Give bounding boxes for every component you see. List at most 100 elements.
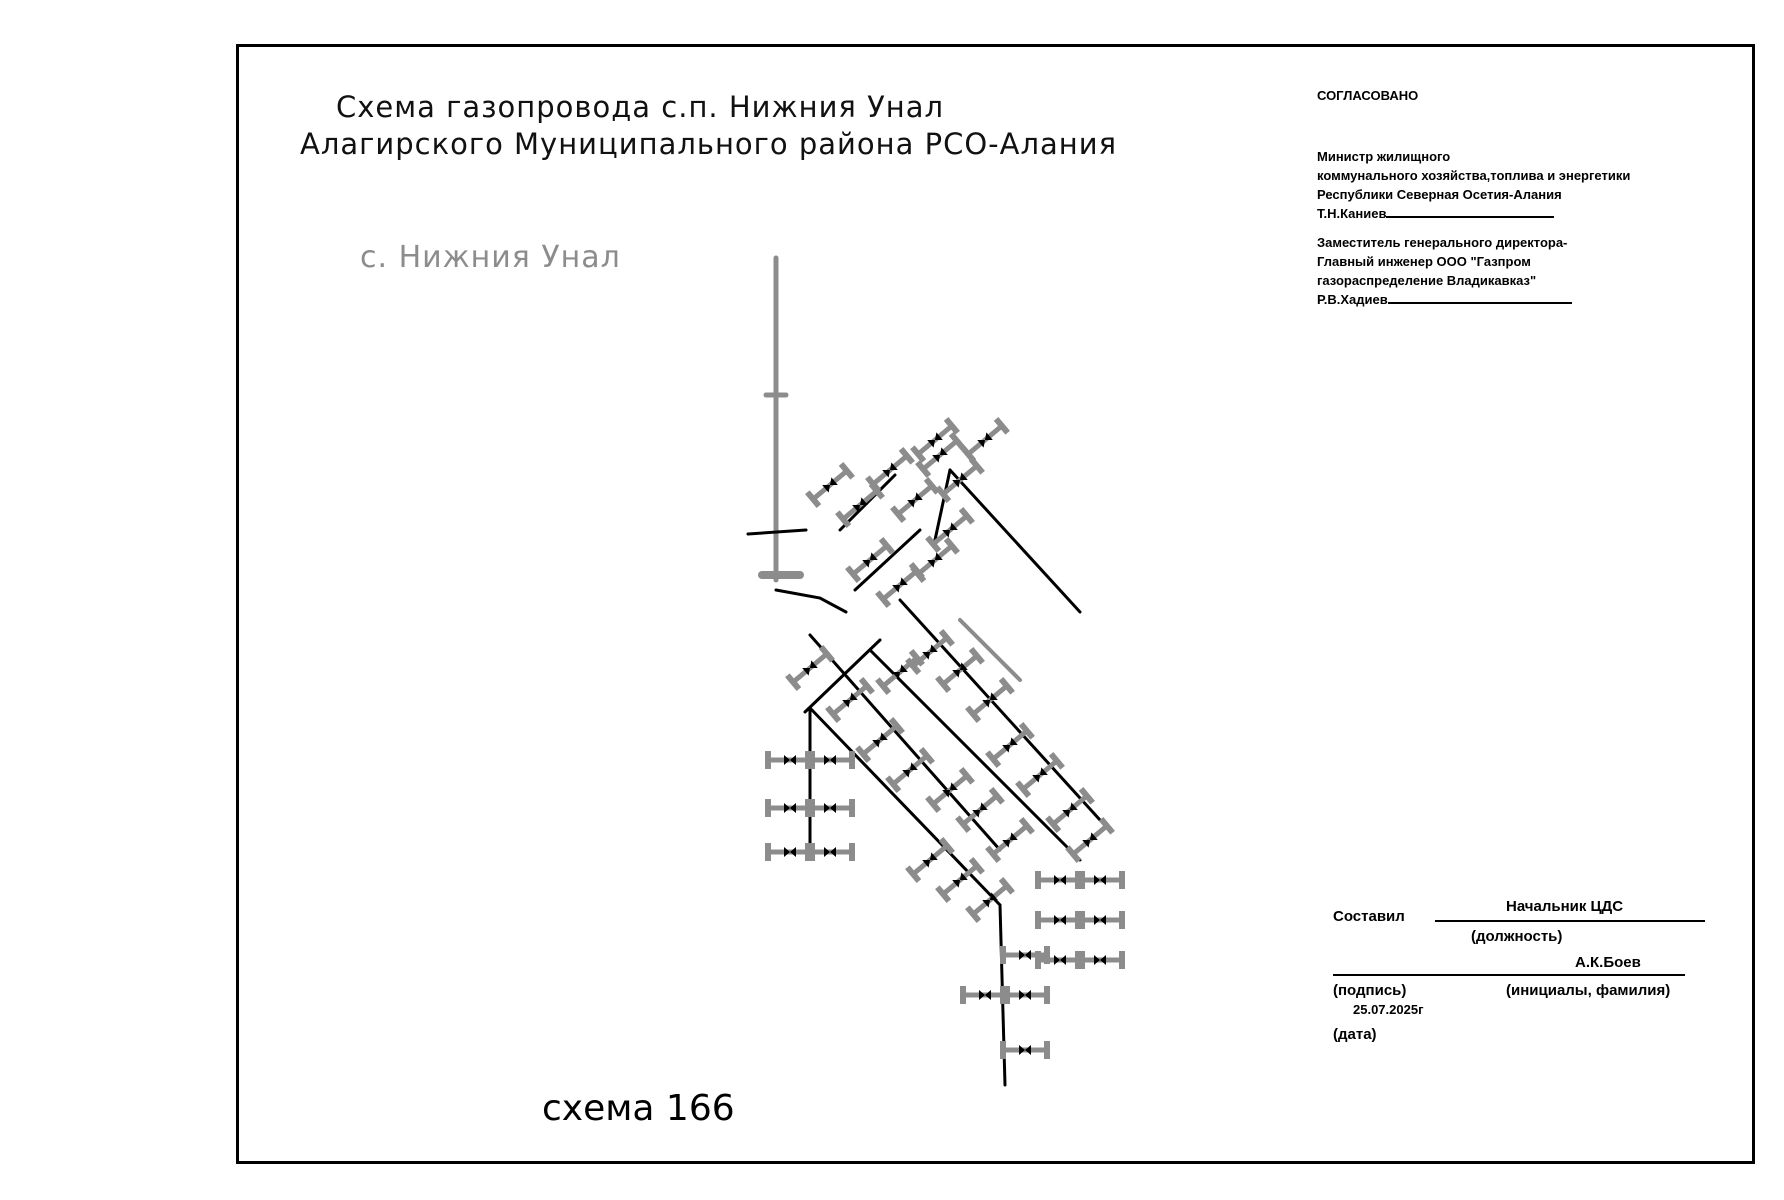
- service-connection: [935, 857, 985, 903]
- position-value: Начальник ЦДС: [1506, 898, 1624, 915]
- valve-mark: [824, 803, 836, 813]
- house-inlet-mark: [818, 645, 835, 663]
- house-inlet-mark: [858, 677, 875, 695]
- house-inlet-mark: [1000, 946, 1006, 964]
- valve-mark: [824, 847, 836, 857]
- service-connection: [805, 751, 855, 769]
- service-connection: [910, 537, 960, 583]
- valve-mark: [1062, 802, 1078, 818]
- house-inlet-mark: [1044, 1041, 1050, 1059]
- valve-mark: [852, 497, 868, 513]
- house-inlet-mark: [905, 657, 922, 675]
- valve-mark: [1002, 832, 1018, 848]
- house-inlet-mark: [1018, 722, 1035, 740]
- house-inlet-mark: [935, 675, 952, 693]
- village-label: с. Нижния Унал: [360, 240, 621, 275]
- service-connection: [825, 677, 875, 723]
- valve-mark: [902, 762, 918, 778]
- service-connection: [985, 817, 1035, 863]
- house-inlet-mark: [1018, 817, 1035, 835]
- valve-mark: [982, 692, 998, 708]
- compiled-label: Составил: [1333, 908, 1405, 925]
- service-connection: [885, 747, 935, 793]
- signature-caption: (подпись): [1333, 982, 1407, 999]
- house-inlet-mark: [849, 751, 855, 769]
- service-connection: [1000, 986, 1050, 1004]
- inlet-branch: [746, 528, 808, 536]
- valve-mark: [862, 552, 878, 568]
- service-connection: [960, 417, 1010, 463]
- deputy-title-line-3: газораспределение Владикавказ": [1317, 273, 1537, 288]
- house-inlet-mark: [943, 417, 960, 435]
- house-inlet-mark: [825, 705, 842, 723]
- valve-mark: [1094, 915, 1106, 925]
- house-inlet-mark: [865, 475, 882, 493]
- valve-mark: [892, 664, 908, 680]
- valve-mark: [922, 852, 938, 868]
- house-inlet-mark: [968, 647, 985, 665]
- valve-mark: [802, 660, 818, 676]
- service-connection: [890, 477, 940, 523]
- gas-main-3: [868, 648, 1082, 862]
- house-inlet-mark: [875, 590, 892, 608]
- service-connection: [805, 843, 855, 861]
- house-inlet-mark: [958, 507, 975, 525]
- valve-mark: [952, 872, 968, 888]
- house-inlet-mark: [965, 705, 982, 723]
- house-inlet-mark: [948, 432, 965, 450]
- house-inlet-mark: [1045, 815, 1062, 833]
- house-inlet-mark: [918, 747, 935, 765]
- house-inlet-mark: [1075, 911, 1081, 929]
- initials-caption: (инициалы, фамилия): [1506, 982, 1671, 999]
- approval-header: СОГЛАСОВАНО: [1317, 88, 1419, 103]
- service-connection: [965, 877, 1015, 923]
- valve-mark: [1019, 1045, 1031, 1055]
- service-connection: [785, 645, 835, 691]
- house-inlet-mark: [785, 673, 802, 691]
- house-inlet-mark: [955, 815, 972, 833]
- minister-title-line-3: Республики Северная Осетия-Алания: [1317, 187, 1562, 202]
- service-connection: [905, 837, 955, 883]
- valve-mark: [1082, 832, 1098, 848]
- valve-mark: [784, 847, 796, 857]
- position-caption: (должность): [1471, 928, 1563, 945]
- service-connection: [1045, 787, 1095, 833]
- valve-mark: [1094, 875, 1106, 885]
- valve-mark: [982, 892, 998, 908]
- service-connection: [855, 717, 905, 763]
- house-inlet-mark: [1035, 911, 1041, 929]
- service-connection: [1075, 911, 1125, 929]
- service-connection: [925, 507, 975, 553]
- house-inlet-mark: [1000, 1041, 1006, 1059]
- house-inlet-mark: [805, 751, 811, 769]
- scheme-number: схема 166: [542, 1088, 735, 1129]
- cross-main-2: [838, 473, 897, 532]
- valve-mark: [927, 432, 943, 448]
- service-connection: [805, 799, 855, 817]
- house-inlet-mark: [1075, 951, 1081, 969]
- service-connection: [805, 462, 855, 508]
- house-inlet-mark: [1078, 787, 1095, 805]
- house-inlet-mark: [1044, 986, 1050, 1004]
- valve-mark: [1019, 950, 1031, 960]
- service-connection: [1015, 752, 1065, 798]
- house-inlet-mark: [905, 865, 922, 883]
- name-line: [1333, 974, 1685, 976]
- house-inlet-mark: [805, 843, 811, 861]
- service-connections: [765, 417, 1125, 1059]
- deputy-signature: Р.В.Хадиев: [1317, 290, 1757, 309]
- service-connection: [905, 629, 955, 675]
- house-inlet-mark: [938, 629, 955, 647]
- cross-main-3: [803, 638, 882, 714]
- deputy-title-line-2: Главный инженер ООО "Газпром: [1317, 254, 1531, 269]
- valve-mark: [1054, 875, 1066, 885]
- house-inlet-mark: [1035, 951, 1041, 969]
- house-inlet-mark: [849, 843, 855, 861]
- valve-mark: [907, 492, 923, 508]
- minister-title-line-2: коммунального хозяйства,топлива и энерге…: [1317, 168, 1631, 183]
- valve-mark: [979, 990, 991, 1000]
- house-inlet-mark: [838, 462, 855, 480]
- service-connection: [845, 537, 895, 583]
- valve-mark: [942, 782, 958, 798]
